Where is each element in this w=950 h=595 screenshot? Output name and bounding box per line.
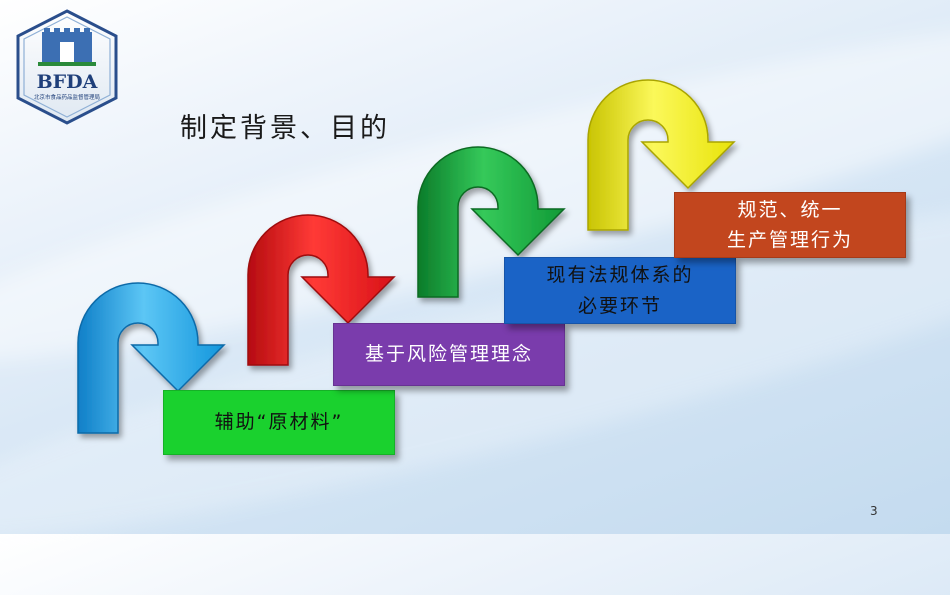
- arrow-red: [247, 214, 396, 366]
- page-number: 3: [870, 504, 878, 518]
- step-label-line-2: 必要环节: [577, 294, 662, 317]
- step-box-3: 现有法规体系的 必要环节: [504, 257, 736, 324]
- logo-text: BFDA: [37, 71, 98, 93]
- great-wall-icon: [38, 28, 96, 66]
- step-label: 辅助“原材料”: [214, 411, 344, 434]
- u-turn-arrows: [77, 79, 736, 434]
- step-label: 基于风险管理理念: [364, 343, 533, 366]
- slide-title: 制定背景、目的: [180, 113, 390, 144]
- step-label-line-2: 生产管理行为: [726, 229, 853, 251]
- step-label-line-1: 规范、统一: [737, 198, 843, 221]
- logo-subtitle: 北京市食品药品监督管理局: [34, 93, 100, 101]
- arrow-yellow: [587, 79, 736, 231]
- bfda-logo: BFDA 北京市食品药品监督管理局: [16, 9, 118, 125]
- step-label-line-1: 现有法规体系的: [546, 264, 694, 287]
- step-box-1: 辅助“原材料”: [163, 390, 395, 455]
- arrow-green: [417, 146, 566, 298]
- step-box-4: 规范、统一 生产管理行为: [674, 192, 906, 258]
- step-box-2: 基于风险管理理念: [333, 323, 565, 386]
- arrow-blue: [77, 282, 226, 434]
